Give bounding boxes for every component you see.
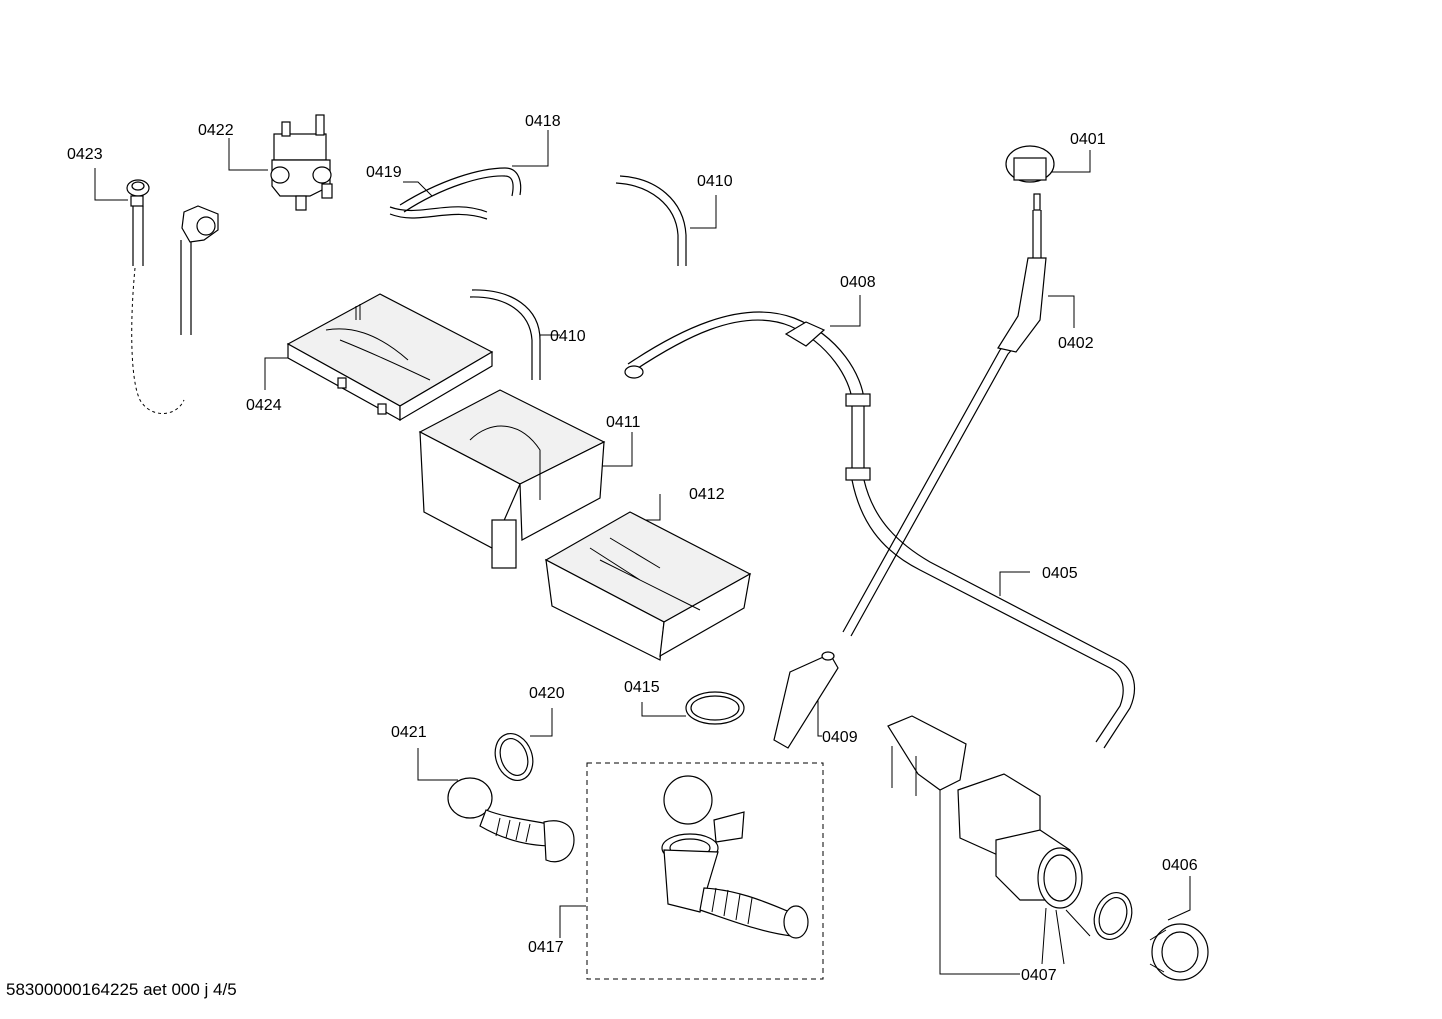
part-0401-pressure-switch xyxy=(1005,145,1091,211)
label-0415: 0415 xyxy=(624,679,660,696)
part-0420-ring xyxy=(494,708,553,781)
label-0420: 0420 xyxy=(529,685,565,702)
part-0423-inlet-hose xyxy=(94,168,219,414)
label-0423: 0423 xyxy=(67,146,103,163)
label-0408: 0408 xyxy=(840,274,876,291)
part-0407-drain-pump xyxy=(887,715,1091,975)
part-0421-sump-hose xyxy=(417,748,575,863)
label-0409: 0409 xyxy=(822,729,858,746)
part-0408-hose xyxy=(624,295,871,481)
part-0406-seal-and-filter xyxy=(1093,876,1209,981)
part-0418-hose xyxy=(399,130,549,213)
label-0407: 0407 xyxy=(1021,967,1057,984)
part-0402-pressure-tube xyxy=(842,210,1075,637)
label-0410-middle: 0410 xyxy=(550,328,586,345)
label-0411: 0411 xyxy=(606,414,641,431)
label-0410-upper: 0410 xyxy=(697,173,733,190)
part-0424-dispenser-cover xyxy=(264,293,494,422)
label-0402: 0402 xyxy=(1058,335,1094,352)
label-0422: 0422 xyxy=(198,122,234,139)
label-0406: 0406 xyxy=(1162,857,1198,874)
part-0405-long-hose xyxy=(851,479,1136,749)
part-0411-drawer-housing xyxy=(418,389,633,569)
part-0419-hose xyxy=(389,181,488,220)
label-0419: 0419 xyxy=(366,164,402,181)
part-0415-seal xyxy=(641,691,745,725)
label-0418: 0418 xyxy=(525,113,561,130)
label-0405: 0405 xyxy=(1042,565,1078,582)
document-id-footer: 58300000164225 aet 000 j 4/5 xyxy=(6,980,237,999)
label-0421: 0421 xyxy=(391,724,427,741)
label-0424: 0424 xyxy=(246,397,282,414)
label-0401: 0401 xyxy=(1070,131,1106,148)
part-0417-sump-assembly xyxy=(559,762,824,980)
label-0417: 0417 xyxy=(528,939,564,956)
part-0422-inlet-valve xyxy=(228,114,333,211)
part-0409-sensor xyxy=(773,651,839,749)
label-0412: 0412 xyxy=(689,486,725,503)
part-0410-upper-hose xyxy=(615,175,717,266)
part-0412-drawer-insert xyxy=(544,494,752,661)
part-0410-middle-hose xyxy=(469,289,560,380)
